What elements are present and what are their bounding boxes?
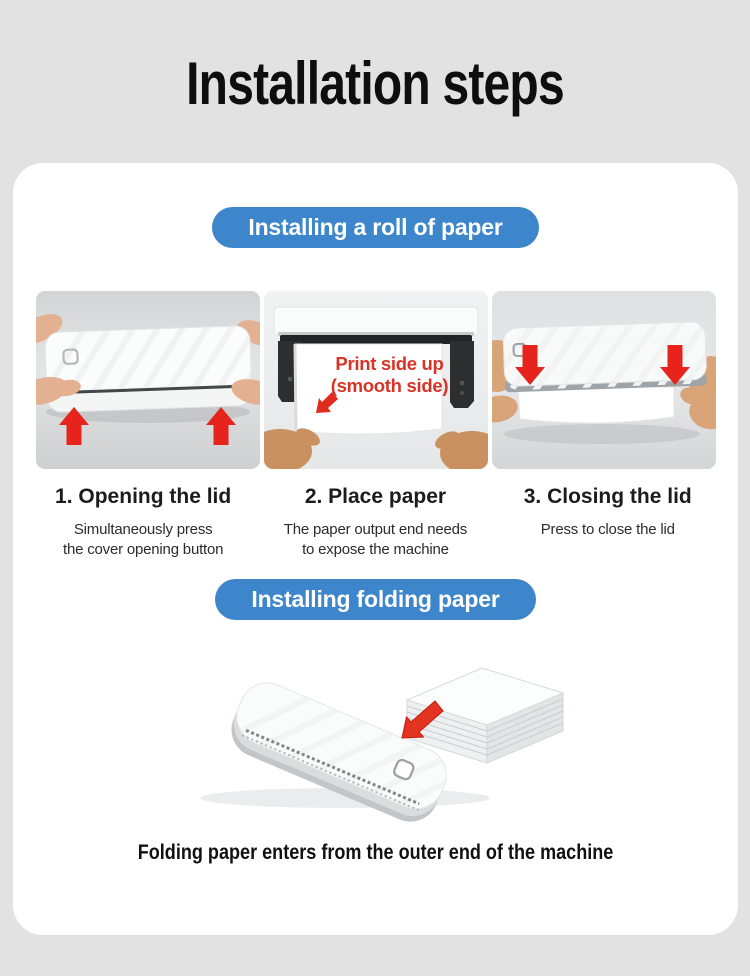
step-3-title: 3. Closing the lid [523,485,692,508]
printer-illustration [228,682,455,822]
hands-front [35,377,260,405]
print-side-note-line2: (smooth side) [330,375,449,396]
folding-paper-caption: Folding paper enters from the outer end … [137,841,614,864]
cover-open-button-icon [61,348,79,365]
printer-body [44,325,252,413]
photo-opening-lid [35,291,260,469]
step-3-caption: 3. Closing the lid Press to close the li… [492,484,724,560]
instruction-card: Installing a roll of paper [13,163,738,935]
paper-sheet [516,386,674,424]
up-arrow-icons [58,407,236,445]
step-1-desc: Simultaneously press the cover opening b… [62,521,224,558]
printer-lid [502,321,707,393]
feed-arrow-icon [401,700,444,739]
printer-open-top [273,306,478,344]
up-arrow-icon [58,407,89,445]
step-1-caption: 1. Opening the lid Simultaneously press … [27,484,259,560]
section-heading-roll-paper: Installing a roll of paper [212,207,539,248]
paper-slot [56,384,243,395]
photo-closing-lid-graphic [491,291,716,469]
photo-closing-lid [491,291,716,469]
photo-opening-lid-graphic [35,291,260,469]
page-title: Installation steps [186,50,564,117]
down-arrow-icon [514,345,545,385]
step-1-title: 1. Opening the lid [55,485,232,508]
print-side-note: Print side up (smooth side) [306,353,474,397]
step-2-title: 2. Place paper [304,485,447,508]
photo-place-paper: Print side up (smooth side) [263,291,488,469]
section-heading-folding-paper: Installing folding paper [215,579,536,620]
cover-open-button-icon [393,758,415,781]
step-2-caption: 2. Place paper The paper output end need… [259,484,491,560]
photo-place-paper-graphic [263,291,488,469]
step-2-desc: The paper output end needs to expose the… [283,521,468,558]
photo-strip: Print side up (smooth side) [35,291,716,469]
print-side-note-line1: Print side up [335,353,444,374]
step-3-desc: Press to close the lid [540,521,675,538]
smooth-side-arrow-icon [315,392,338,413]
down-arrow-icons [514,345,690,385]
hands [263,428,488,469]
folding-paper-illustration [27,633,724,833]
paper-feed-slot [245,728,420,806]
folding-paper-graphic [200,667,565,822]
up-arrow-icon [205,407,236,445]
down-arrow-icon [659,345,690,385]
step-captions: 1. Opening the lid Simultaneously press … [27,484,724,560]
roller-bar [279,335,472,344]
hands-front [491,387,716,430]
